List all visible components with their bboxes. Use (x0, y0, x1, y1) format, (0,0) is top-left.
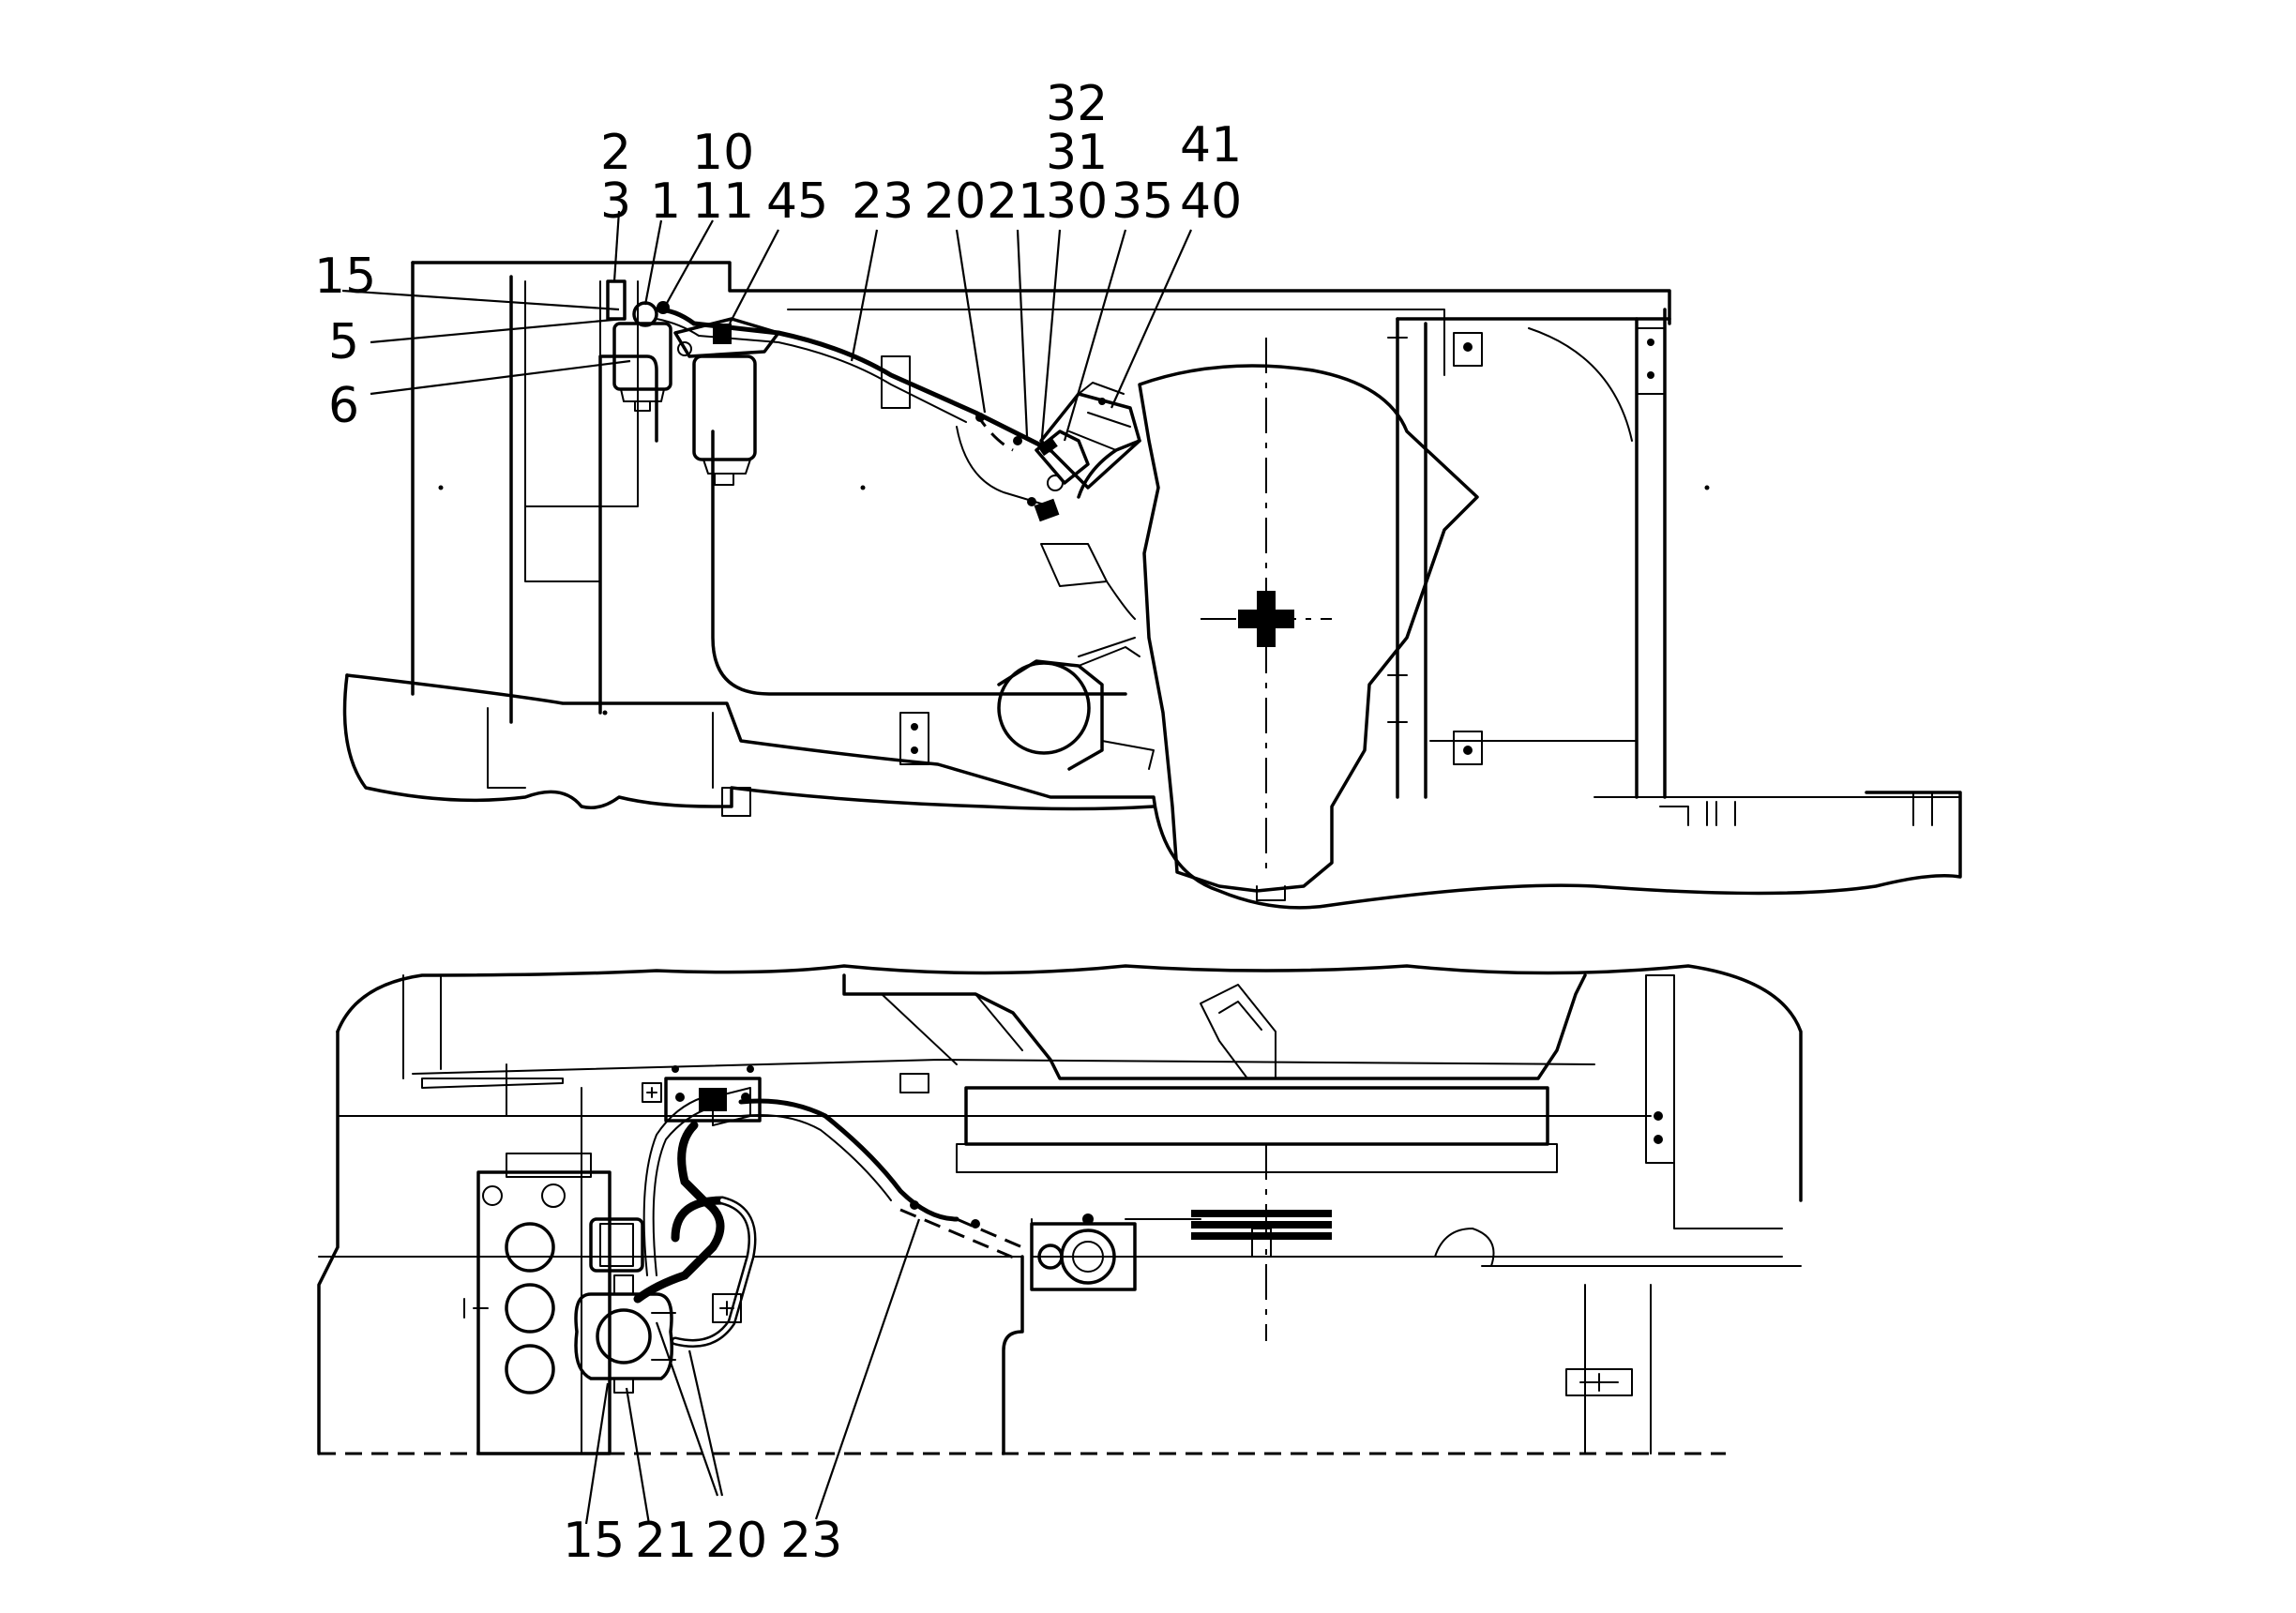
left-panel (476, 1170, 612, 1455)
fan-shroud (842, 973, 1587, 1080)
fuel-line-23-bottom (738, 1098, 959, 1222)
leader-lines (341, 210, 1193, 1525)
panel-gauge-1 (505, 1222, 555, 1273)
callout-23: 23 (852, 173, 914, 230)
right-fender-arc (1528, 327, 1633, 442)
chassis-rail-break-bottom (342, 673, 1156, 811)
fitting-block-item-15 (664, 1077, 762, 1123)
top-view (342, 261, 1962, 910)
right-frame-bottom (1673, 1031, 1783, 1229)
callout-40: 40 (1180, 173, 1242, 230)
fuel-filter-large (692, 354, 757, 461)
callout-15-bottom: 15 (563, 1513, 625, 1569)
intake-duct (1200, 984, 1276, 1079)
fuel-line-23-return (656, 318, 967, 423)
top-frame-outline (411, 261, 1671, 325)
callout-2: 2 (600, 125, 631, 181)
fuel-filter-bottom-view (574, 1292, 673, 1380)
alternator-strap (1078, 637, 1140, 667)
center-cross-h (1238, 610, 1294, 628)
pulley-belt-1 (1191, 1210, 1332, 1217)
inner-bulkhead (598, 354, 658, 715)
bracket-lower-mid (899, 712, 929, 765)
callout-41: 41 (1180, 117, 1242, 173)
callout-3: 3 (600, 173, 631, 230)
callout-21-bottom: 21 (635, 1513, 697, 1569)
radiator-panel (524, 280, 639, 507)
callout-31: 31 (1046, 125, 1108, 181)
engine-front-face (1031, 1218, 1495, 1267)
callout-20: 20 (924, 173, 986, 230)
panel-gauge-3 (505, 1344, 555, 1394)
callout-45: 45 (766, 173, 828, 230)
engine-edge (1106, 580, 1136, 620)
bottom-uprights (402, 974, 507, 1117)
chassis-rail-break-top (345, 673, 1962, 910)
pulley-belt-2 (1191, 1221, 1332, 1229)
radiator-upper-frame (412, 1059, 1595, 1075)
starter-solenoid-item-40 (1039, 392, 1141, 490)
radiator-core-edge (956, 1143, 1558, 1173)
fuel-pump-front (1030, 1222, 1137, 1291)
rail-fastener-ticks (1659, 791, 1933, 826)
fuel-filter-large-bowl (702, 459, 751, 475)
mount-foot (721, 787, 751, 817)
bracket-item-2 (606, 279, 627, 321)
engine-bracket (1040, 543, 1108, 587)
callout-5: 5 (328, 314, 359, 370)
engine-bay-top (787, 309, 1445, 376)
starter-detail (1068, 382, 1131, 451)
radiator-strip (421, 1078, 564, 1089)
callout-11: 11 (692, 173, 754, 230)
pulley-belt-3 (1191, 1232, 1332, 1240)
radiator-core-outline (524, 280, 601, 714)
upright-ticks (1387, 337, 1408, 723)
callout-23-bottom: 23 (780, 1513, 842, 1569)
callout-15-top: 15 (314, 249, 376, 305)
fuel-line-hidden (956, 1217, 1023, 1249)
bracket-post (1636, 327, 1666, 395)
right-lower-bracket (1565, 1368, 1633, 1396)
callout-1: 1 (650, 173, 681, 230)
filter-top-bottom-view (589, 1217, 644, 1273)
panel-gauge-2 (505, 1283, 555, 1334)
hose-item-21 (642, 1096, 704, 1276)
right-post-bottom (1645, 974, 1675, 1164)
gearbox-housing (1138, 364, 1479, 893)
callout-32: 32 (1046, 76, 1108, 132)
alternator-bracket (997, 659, 1104, 771)
mount-block-left (487, 707, 526, 789)
fuel-line-23 (654, 307, 1053, 453)
bracket-right-2 (1453, 731, 1483, 765)
bottom-left-edge (317, 1030, 340, 1455)
bottom-break-line (336, 964, 1803, 1202)
hose-item-20-b (633, 1121, 725, 1304)
alternator-link (1101, 740, 1155, 770)
callout-10: 10 (692, 125, 754, 181)
callout-labels: 2 3 1 10 11 45 23 20 21 32 31 30 35 41 4… (314, 76, 1242, 1569)
bracket-right-1 (1453, 332, 1483, 367)
bottom-view (317, 964, 1803, 1455)
fuel-line-loop (956, 426, 1051, 507)
engine-front-left (1002, 1255, 1024, 1455)
callout-21: 21 (987, 173, 1049, 230)
gearbox-drain-plug (1256, 885, 1286, 901)
callout-6: 6 (328, 378, 359, 434)
callout-20-bottom: 20 (705, 1513, 767, 1569)
engine-bay-outline-left (711, 430, 1127, 696)
shroud-detail (881, 993, 1023, 1065)
callout-35: 35 (1111, 173, 1173, 230)
callout-30: 30 (1046, 173, 1108, 230)
